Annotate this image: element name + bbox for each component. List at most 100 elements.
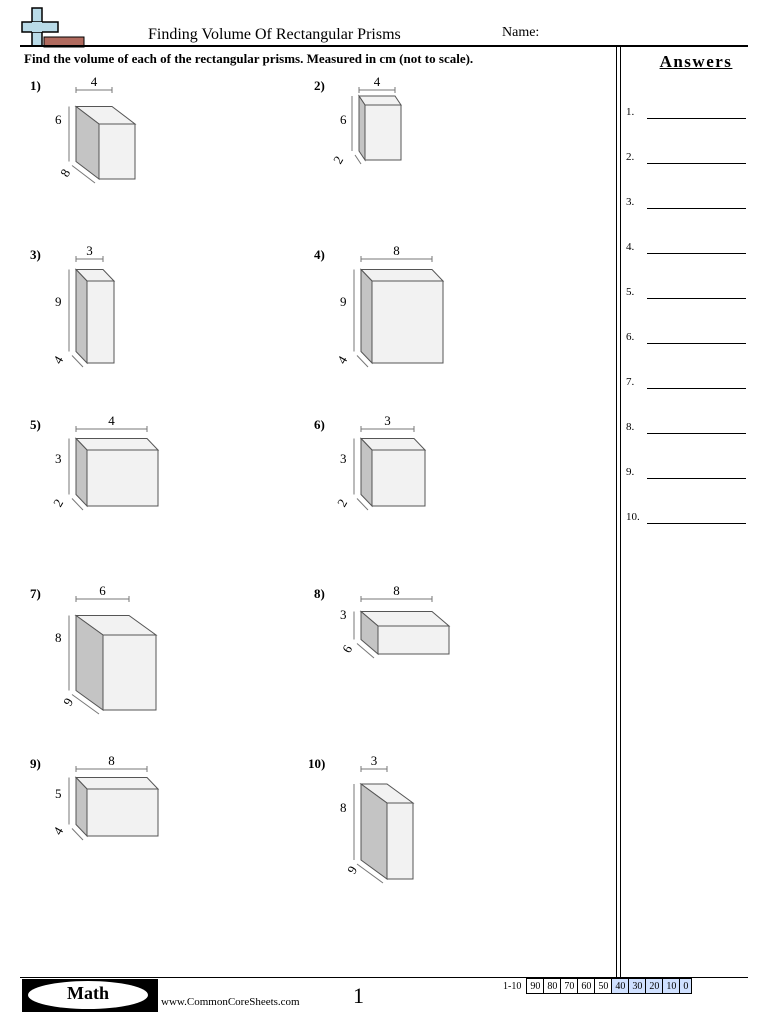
height-label: 3: [55, 451, 62, 466]
answer-line[interactable]: [647, 478, 746, 479]
height-label: 8: [55, 630, 62, 645]
width-label: 3: [384, 413, 391, 428]
problem-number: 8): [314, 586, 325, 601]
answer-column-divider-inner: [620, 45, 621, 977]
problem-number: 3): [30, 247, 41, 262]
answer-number: 1.: [626, 106, 635, 118]
answer-number: 4.: [626, 241, 635, 253]
depth-dimension: [71, 694, 100, 715]
height-label: 6: [55, 112, 62, 127]
footer-divider: [20, 977, 748, 978]
width-dimension: [75, 426, 148, 432]
prism-side-face: [75, 437, 88, 508]
width-label: 4: [91, 74, 98, 89]
header-divider: [20, 45, 748, 47]
answer-number: 9.: [626, 466, 635, 478]
depth-label: 4: [334, 353, 350, 367]
answer-line[interactable]: [647, 388, 746, 389]
math-logo-text: Math: [67, 983, 109, 1003]
score-cell: 60: [577, 978, 596, 994]
depth-label: 2: [334, 496, 350, 509]
prism-front-face: [102, 634, 157, 711]
score-cell: 30: [628, 978, 647, 994]
depth-dimension: [354, 154, 362, 165]
score-range-label: 1-10: [503, 980, 522, 992]
prism-top-face: [74, 777, 160, 790]
prism-front-face: [364, 104, 402, 161]
score-cell: 40: [611, 978, 630, 994]
answers-heading: Answers: [659, 52, 733, 71]
problem-number: 5): [30, 417, 41, 432]
depth-dimension: [71, 828, 84, 841]
prism-side-face: [358, 94, 366, 162]
depth-label: 4: [50, 824, 66, 838]
answer-number: 8.: [626, 421, 635, 433]
problem-number: 2): [314, 78, 325, 93]
answer-column-divider: [616, 45, 617, 977]
answer-line[interactable]: [647, 523, 746, 524]
height-label: 3: [340, 607, 347, 622]
score-cell: 10: [662, 978, 681, 994]
width-label: 6: [99, 583, 106, 598]
instructions: Find the volume of each of the rectangul…: [24, 51, 474, 66]
answer-line[interactable]: [647, 298, 746, 299]
prism-problem-2: 2)462: [314, 74, 402, 166]
prism-front-face: [86, 788, 159, 837]
answer-line[interactable]: [647, 343, 746, 344]
score-cell: 50: [594, 978, 613, 994]
prism-problem-1: 1)468: [30, 74, 137, 184]
page-number: 1: [353, 983, 364, 1008]
depth-dimension: [71, 498, 84, 511]
width-dimension: [360, 256, 433, 262]
prism-front-face: [371, 280, 444, 364]
score-cell: 70: [560, 978, 579, 994]
answer-line[interactable]: [647, 253, 746, 254]
website-url: www.CommonCoreSheets.com: [161, 996, 300, 1008]
answer-line[interactable]: [647, 163, 746, 164]
prism-front-face: [377, 625, 450, 655]
width-dimension: [360, 766, 388, 772]
answer-number: 3.: [626, 196, 635, 208]
height-label: 6: [340, 112, 347, 127]
prism-front-face: [86, 280, 115, 364]
answer-line[interactable]: [647, 118, 746, 119]
score-cell: 80: [543, 978, 562, 994]
math-logo-oval: [28, 981, 148, 1009]
prism-problem-7: 7)689: [30, 583, 158, 715]
answer-number: 10.: [626, 511, 640, 523]
name-label: Name:: [502, 25, 540, 40]
prism-problem-4: 4)894: [314, 243, 445, 368]
answer-line[interactable]: [647, 433, 746, 434]
answer-line[interactable]: [647, 208, 746, 209]
answer-number: 5.: [626, 286, 635, 298]
prism-problem-5: 5)432: [30, 413, 160, 511]
height-label: 9: [55, 294, 62, 309]
width-dimension: [360, 596, 433, 602]
problem-number: 10): [308, 756, 325, 771]
score-cell: 20: [645, 978, 664, 994]
depth-label: 2: [330, 153, 346, 166]
height-label: 5: [55, 786, 62, 801]
answer-number: 7.: [626, 376, 635, 388]
problem-number: 4): [314, 247, 325, 262]
width-label: 8: [108, 753, 115, 768]
score-cell: 90: [526, 978, 545, 994]
depth-dimension: [71, 355, 84, 368]
width-dimension: [75, 766, 148, 772]
prism-problem-10: 10)389: [308, 753, 415, 884]
prism-side-face: [75, 268, 88, 365]
prism-front-face: [371, 449, 426, 507]
depth-label: 2: [50, 496, 66, 509]
prism-side-face: [360, 268, 373, 365]
width-dimension: [358, 87, 396, 93]
score-cell: 0: [679, 978, 693, 994]
prism-front-face: [86, 449, 159, 507]
width-dimension: [75, 87, 113, 93]
height-label: 3: [340, 451, 347, 466]
depth-dimension: [356, 643, 375, 659]
prism-side-face: [360, 437, 373, 508]
width-label: 3: [86, 243, 93, 258]
prism-top-face: [74, 438, 160, 451]
problem-number: 6): [314, 417, 325, 432]
